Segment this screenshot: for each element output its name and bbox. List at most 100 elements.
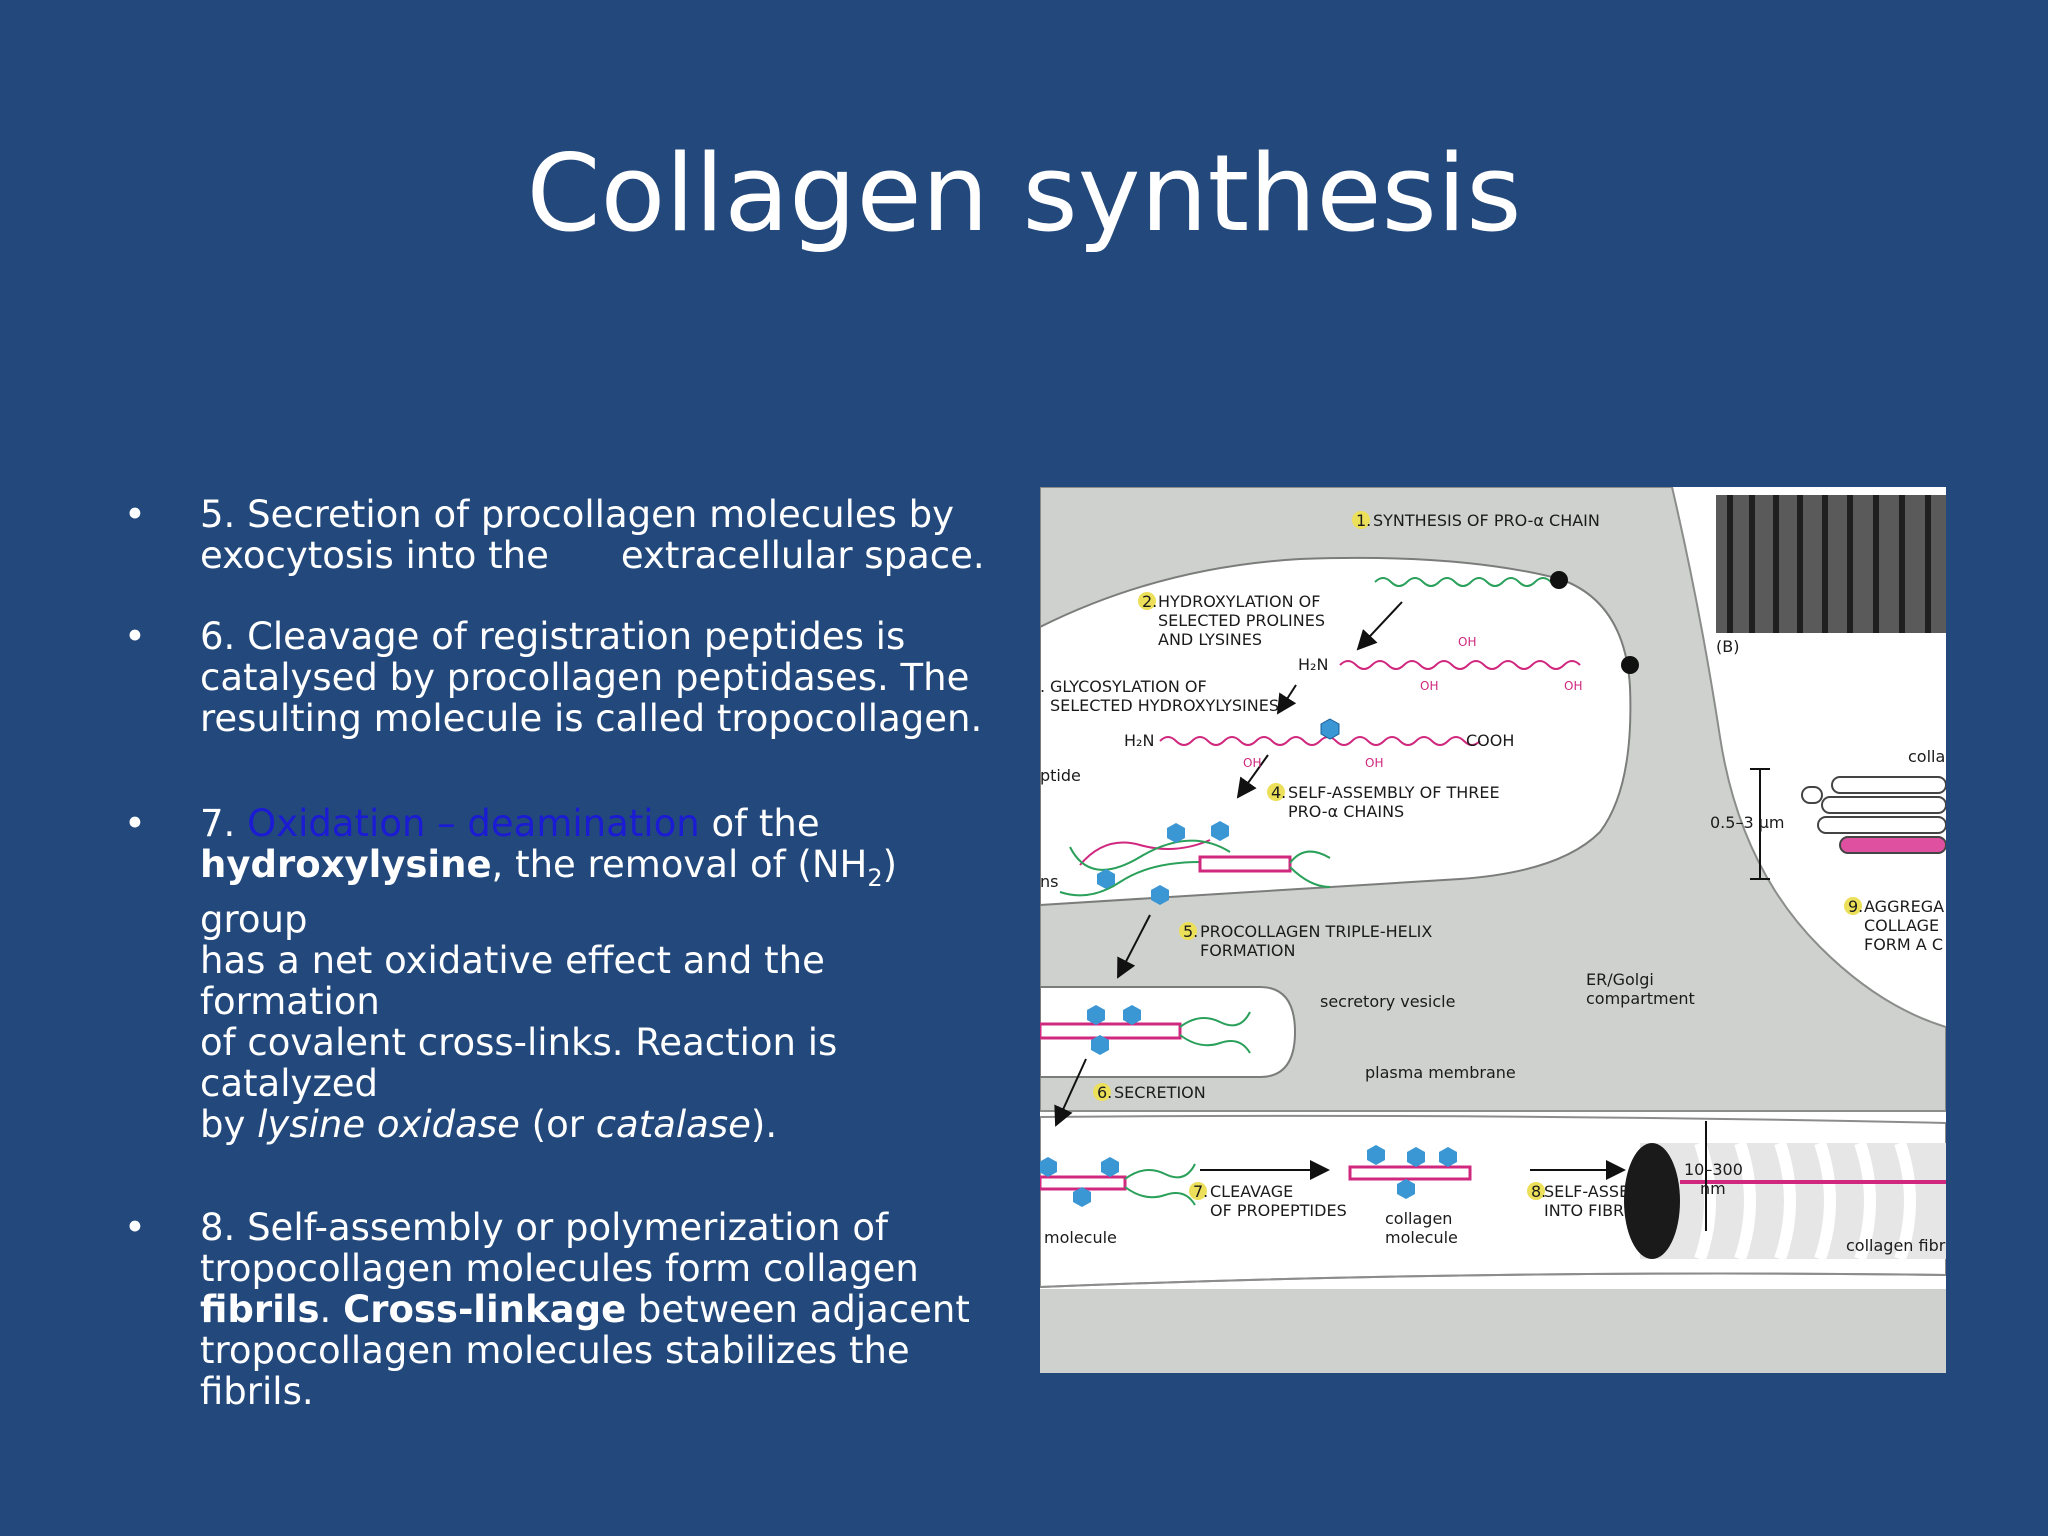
- bullet-item: • 7. Oxidation – deamination of the hydr…: [118, 803, 998, 1145]
- bullet-text: exocytosis into the: [200, 534, 549, 577]
- cooh-label: COOH: [1466, 731, 1514, 750]
- step-number: .: [1040, 677, 1045, 696]
- bullet-text: by: [200, 1103, 258, 1146]
- pro-alpha-chain: [1159, 736, 1481, 746]
- bullet-line: 5. Secretion of procollagen molecules by: [200, 493, 955, 536]
- step-number: 5.: [1183, 922, 1198, 941]
- h2n-label: H₂N: [1298, 655, 1328, 674]
- step-3-label: SELECTED HYDROXYLYSINES: [1050, 696, 1279, 715]
- bold-term: Cross-linkage: [343, 1288, 627, 1331]
- bullet-text: , the removal of (NH: [491, 843, 868, 886]
- bullet-line: fibrils. Cross-linkage between adjacent: [200, 1289, 998, 1330]
- bullet-item: • 6. Cleavage of registration peptides i…: [118, 616, 998, 739]
- peptide-label: ptide: [1040, 766, 1081, 785]
- bullet-item: • 8. Self-assembly or polymerization of …: [118, 1207, 998, 1412]
- oh-label: OH: [1564, 679, 1582, 693]
- collagen-fibril: [1624, 1141, 1946, 1261]
- step-arrow: [1054, 1058, 1087, 1127]
- step-9-label: AGGREGA: [1864, 897, 1944, 916]
- er-golgi-label: compartment: [1586, 989, 1695, 1008]
- secreted-molecule: [1040, 1157, 1196, 1207]
- oh-label: OH: [1365, 756, 1383, 770]
- step-arrow: [1236, 754, 1269, 799]
- bullet-line: tropocollagen molecules stabilizes the f…: [200, 1329, 910, 1413]
- bullet-marker: •: [124, 615, 146, 658]
- step-number: 1.: [1356, 511, 1371, 530]
- collagen-fibril-label: collagen fibr: [1846, 1236, 1946, 1255]
- step-8-label: SELF-ASSEMBLY: [1544, 1182, 1671, 1201]
- chains-label: ns: [1040, 872, 1058, 891]
- bullet-list: • 5. Secretion of procollagen molecules …: [118, 494, 998, 1412]
- sugar-hexagon: [1320, 718, 1340, 740]
- step-number: 6.: [1097, 1083, 1112, 1102]
- step-arrow: [1356, 601, 1403, 651]
- step-number: 8.: [1531, 1182, 1546, 1201]
- step-2-label: AND LYSINES: [1158, 630, 1262, 649]
- ribosome: [1550, 571, 1568, 589]
- bullet-line: exocytosis into the extracellular space.: [200, 535, 998, 576]
- bullet-marker: •: [124, 802, 146, 845]
- step-9-label: FORM A C: [1864, 935, 1943, 954]
- bullet-marker: •: [124, 1206, 146, 1249]
- step-9-label: COLLAGE: [1864, 916, 1939, 935]
- molecule-label: molecule: [1044, 1228, 1117, 1247]
- collagen-molecule-label: molecule: [1385, 1228, 1458, 1247]
- step-5-label: FORMATION: [1200, 941, 1295, 960]
- bullet-text: extracellular space.: [620, 534, 985, 577]
- pro-alpha-chain: [1374, 577, 1568, 587]
- italic-term: lysine oxidase: [257, 1103, 520, 1146]
- step-5-label: PROCOLLAGEN TRIPLE-HELIX: [1200, 922, 1432, 941]
- ribosome: [1621, 656, 1639, 674]
- plasma-membrane-label: plasma membrane: [1365, 1063, 1516, 1082]
- bullet-text: ).: [750, 1103, 778, 1146]
- step-1-label: SYNTHESIS OF PRO-α CHAIN: [1373, 511, 1600, 530]
- bullet-text: (or: [519, 1103, 596, 1146]
- slide-title: Collagen synthesis: [526, 132, 1522, 255]
- lower-membrane: [1040, 1272, 1946, 1288]
- step-7-label: OF PROPEPTIDES: [1210, 1201, 1347, 1220]
- secretory-vesicle-label: secretory vesicle: [1320, 992, 1455, 1011]
- step-7-label: CLEAVAGE: [1210, 1182, 1293, 1201]
- bullet-text: 7.: [200, 802, 248, 845]
- collagen-molecule: [1348, 1145, 1472, 1199]
- b-label: (B): [1716, 637, 1739, 656]
- bullet-line: resulting molecule is called tropocollag…: [200, 697, 983, 740]
- bullet-line: 6. Cleavage of registration peptides is: [200, 615, 906, 658]
- oxidation-deamination-link[interactable]: Oxidation – deamination: [247, 802, 700, 845]
- bold-term: hydroxylysine: [200, 843, 492, 886]
- collagen-label: colla: [1908, 747, 1945, 766]
- bullet-item: • 5. Secretion of procollagen molecules …: [118, 494, 998, 576]
- subscript: 2: [867, 864, 883, 892]
- er-golgi-label: ER/Golgi: [1586, 970, 1654, 989]
- oh-label: OH: [1458, 635, 1476, 649]
- step-2-label: SELECTED PROLINES: [1158, 611, 1325, 630]
- step-3-label: GLYCOSYLATION OF: [1050, 677, 1207, 696]
- step-arrow: [1117, 914, 1151, 979]
- size-label: nm: [1700, 1179, 1726, 1198]
- bullet-text: between adjacent: [626, 1288, 970, 1331]
- step-6-label: SECRETION: [1114, 1083, 1206, 1102]
- pro-alpha-chain: [1339, 660, 1581, 670]
- step-8-label: INTO FIBRIL: [1544, 1201, 1638, 1220]
- fibril-bundle: [1801, 776, 1946, 854]
- bullet-text: .: [319, 1288, 344, 1331]
- step-4-label: PRO-α CHAINS: [1288, 802, 1404, 821]
- step-number: 2.: [1142, 592, 1157, 611]
- step-number: 9.: [1848, 897, 1863, 916]
- bullet-line: catalysed by procollagen peptidases. The: [200, 656, 970, 699]
- bullet-line: 8. Self-assembly or polymerization of: [200, 1206, 889, 1249]
- oh-label: OH: [1420, 679, 1438, 693]
- collagen-synthesis-figure: (B): [1040, 487, 1946, 1373]
- triple-helix: [1059, 821, 1331, 905]
- lower-cytoplasm: [1040, 1289, 1946, 1373]
- micrograph-bands: [1727, 495, 1931, 633]
- italic-term: catalase: [595, 1103, 751, 1146]
- secretory-vesicle: [1040, 986, 1297, 1078]
- collagen-molecule-label: collagen: [1385, 1209, 1452, 1228]
- step-arrow: [1276, 684, 1297, 715]
- step-number: 4.: [1271, 783, 1286, 802]
- step-4-label: SELF-ASSEMBLY OF THREE: [1288, 783, 1500, 802]
- step-2-label: HYDROXYLATION OF: [1158, 592, 1320, 611]
- bullet-line: hydroxylysine, the removal of (NH2) grou…: [200, 844, 998, 940]
- bullet-text: ) group: [200, 843, 898, 941]
